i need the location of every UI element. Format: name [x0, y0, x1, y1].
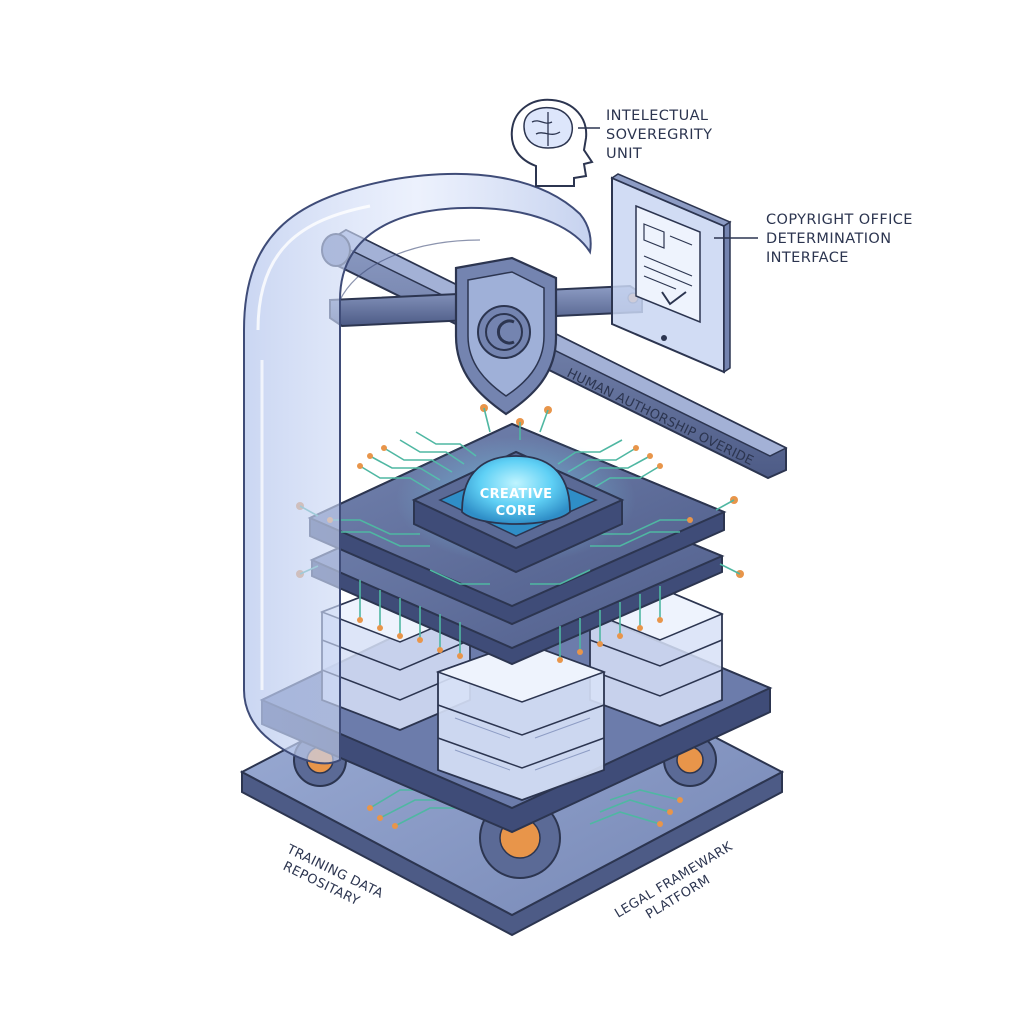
glass-enclosure: [243, 172, 592, 765]
sovereignty-label-line-1: INTELECTUAL: [606, 108, 708, 124]
copyright-shield-icon: [454, 256, 558, 416]
creative-core-label-line-2: CORE: [496, 504, 537, 519]
checked-document-icon: [635, 204, 701, 324]
circuit-pins: [359, 580, 661, 660]
copyright-label-line-2: DETERMINATION: [766, 231, 891, 247]
sovereignty-label-line-3: UNIT: [606, 146, 642, 162]
brain-head-icon: [510, 98, 594, 187]
creative-core-label-line-1: CREATIVE: [480, 487, 553, 502]
creative-core: CREATIVE CORE: [396, 436, 636, 574]
copyright-office-interface: [610, 173, 732, 374]
copyright-office-label: COPYRIGHT OFFICE DETERMINATION INTERFACE: [766, 212, 913, 266]
copyright-label-line-1: COPYRIGHT OFFICE: [766, 212, 913, 228]
sovereignty-label-line-2: SOVEREGRITY: [606, 127, 712, 143]
data-drive: [435, 641, 607, 801]
sovereignty-unit-label: INTELECTUAL SOVEREGRITY UNIT: [606, 108, 712, 162]
copyright-label-line-3: INTERFACE: [766, 250, 849, 266]
